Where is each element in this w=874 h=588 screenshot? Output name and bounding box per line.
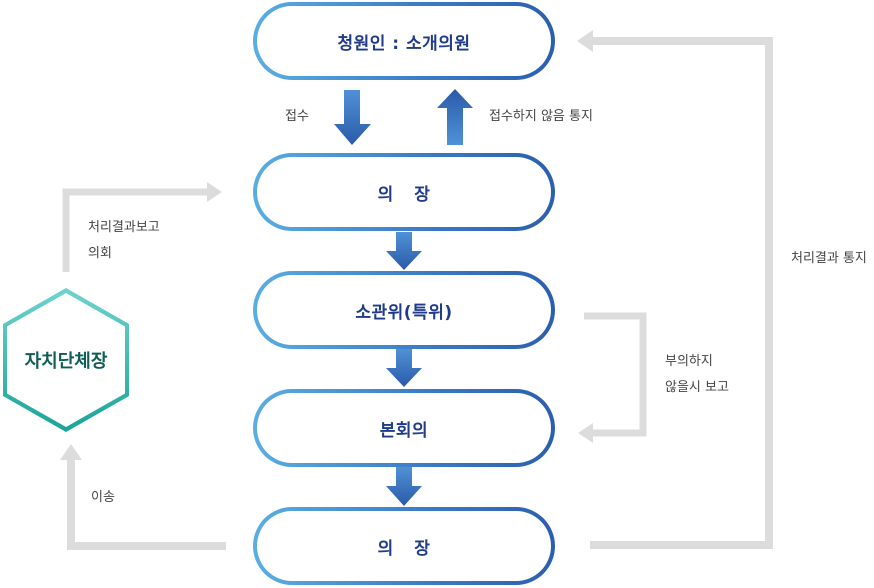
committee-label: 소관위(특위)	[257, 275, 551, 345]
local-head-label: 자치단체장	[24, 351, 108, 372]
result-report-line-2: 의회	[88, 246, 112, 261]
receipt-label: 접수	[285, 109, 309, 124]
result-report-line-1: 처리결과보고	[88, 220, 160, 235]
plenary-label: 본회의	[257, 393, 551, 463]
stage-arrow-2	[386, 349, 422, 387]
result-report-connector	[62, 182, 222, 272]
stage-arrow-3	[386, 467, 422, 506]
transfer-label: 이송	[91, 490, 115, 505]
speaker-bottom-label: 의 장	[257, 511, 551, 581]
local-head-hexagon	[3, 288, 129, 432]
receipt-arrow	[334, 90, 371, 145]
not-referred-line-2: 않을시 보고	[665, 380, 729, 395]
stage-arrow-1	[386, 232, 422, 270]
reject-notice-label: 접수하지 않음 통지	[489, 109, 593, 124]
speaker-bottom-node: 의 장	[253, 507, 555, 585]
not-referred-label: 부의하지 않을시 보고	[665, 349, 729, 401]
not-referred-connector	[578, 312, 647, 443]
speaker-top-node: 의 장	[253, 153, 555, 231]
not-referred-line-1: 부의하지	[665, 354, 713, 369]
transfer-connector	[60, 444, 226, 550]
petitioner-label: 청원인 : 소개의원	[257, 6, 551, 76]
result-report-label: 처리결과보고 의회	[88, 215, 160, 267]
committee-node: 소관위(특위)	[253, 271, 555, 349]
petitioner-node: 청원인 : 소개의원	[253, 2, 555, 80]
speaker-top-label: 의 장	[257, 157, 551, 227]
reject-notice-arrow	[437, 89, 473, 145]
result-notice-label: 처리결과 통지	[791, 251, 867, 266]
plenary-node: 본회의	[253, 389, 555, 467]
result-notice-connector	[577, 30, 773, 549]
